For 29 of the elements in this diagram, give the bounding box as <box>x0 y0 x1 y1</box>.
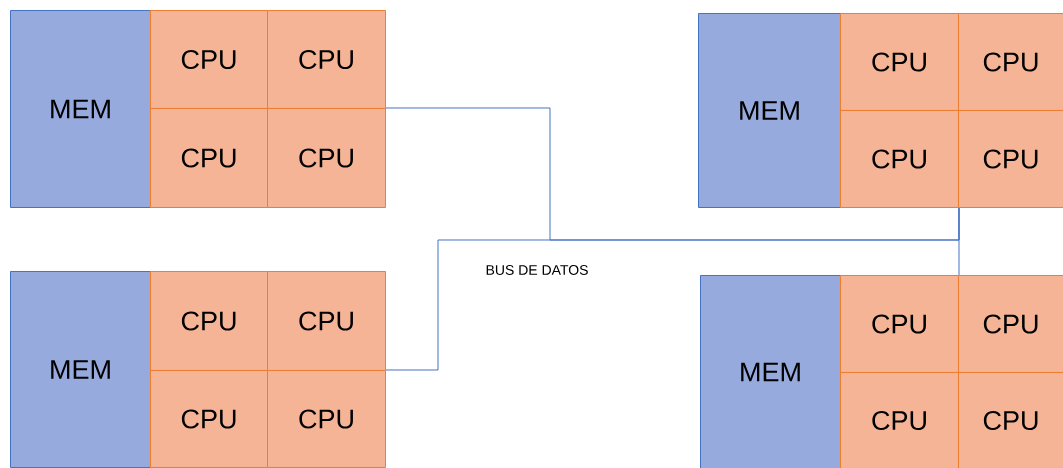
cpu-box: CPU <box>958 110 1063 208</box>
cpu-box: CPU <box>267 370 386 468</box>
cpu-box: CPU <box>958 372 1063 468</box>
node-label: CPU <box>983 52 1038 72</box>
node-label: CPU <box>983 149 1038 169</box>
bus-line <box>958 207 960 276</box>
cpu-box: CPU <box>150 271 268 371</box>
cpu-box: CPU <box>267 108 386 208</box>
cpu-box: CPU <box>267 10 386 109</box>
memory-box: MEM <box>10 10 151 208</box>
cpu-box: CPU <box>150 108 268 208</box>
cpu-box: CPU <box>958 275 1063 373</box>
cpu-box: CPU <box>267 271 386 371</box>
node-label: CPU <box>872 410 926 431</box>
memory-box: MEM <box>10 271 151 468</box>
cpu-box: CPU <box>958 13 1063 111</box>
node-label: CPU <box>181 409 236 429</box>
cpu-box: CPU <box>840 13 959 111</box>
cpu-box: CPU <box>840 275 959 373</box>
node-label: CPU <box>299 409 353 429</box>
cpu-box: CPU <box>840 372 959 468</box>
node-label: CPU <box>983 314 1038 334</box>
memory-box: MEM <box>700 275 841 468</box>
cpu-box: CPU <box>150 10 268 109</box>
memory-box: MEM <box>698 13 841 208</box>
cpu-box: CPU <box>840 110 959 208</box>
cpu-box: CPU <box>150 370 268 468</box>
edge-label: BUS DE DATOS <box>486 265 588 275</box>
node-label: CPU <box>983 410 1038 431</box>
